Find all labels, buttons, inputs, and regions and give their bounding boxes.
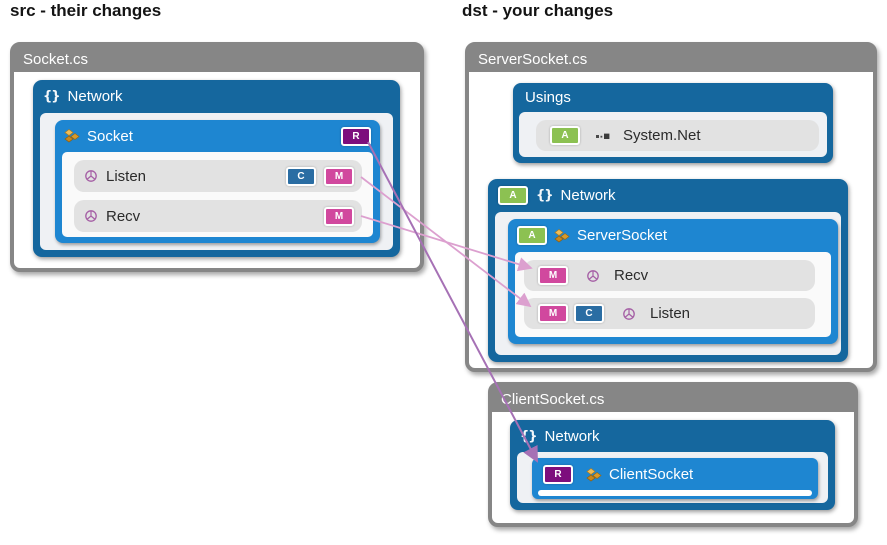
badge-moved: M [538, 304, 568, 323]
file-box-clientsocket-cs[interactable]: ClientSocket.cs {} Network R [488, 382, 858, 527]
namespace-label: Network [67, 88, 123, 105]
class-label: Socket [87, 127, 133, 145]
src-panel-title: src - their changes [10, 1, 162, 20]
namespace-label: Network [560, 187, 616, 204]
class-label: ClientSocket [609, 466, 694, 483]
class-box-clientsocket[interactable]: R ClientSocket [532, 458, 818, 499]
member-row-recv-dst[interactable]: M Recv [524, 260, 815, 291]
dst-panel-title: dst - your changes [462, 1, 614, 20]
method-icon [84, 209, 98, 223]
badge-changed: C [286, 166, 316, 186]
class-box-socket[interactable]: Socket R Listen [55, 120, 380, 243]
file-header-clientsocket-cs: ClientSocket.cs [492, 386, 854, 412]
member-label: Recv [614, 267, 649, 284]
badge-renamed: R [341, 126, 371, 146]
file-header-socket-cs: Socket.cs [14, 46, 420, 72]
member-row-listen-src[interactable]: Listen C M [74, 160, 362, 192]
badge-added: A [498, 186, 528, 205]
badge-moved: M [538, 266, 568, 285]
class-header-clientsocket: R ClientSocket [532, 458, 818, 491]
method-icon [622, 307, 636, 321]
namespace-box-network-src[interactable]: {} Network Socket [33, 80, 400, 257]
member-label: Listen [106, 167, 147, 185]
usings-header: Usings [513, 83, 833, 112]
using-icon [596, 131, 611, 141]
class-body: Listen C M Rec [62, 152, 373, 237]
class-empty-body [538, 490, 812, 496]
namespace-icon: {} [43, 89, 60, 104]
namespace-icon: {} [520, 428, 537, 444]
file-name: ServerSocket.cs [478, 50, 588, 68]
class-header-socket: Socket R [55, 120, 380, 152]
badge-moved: M [324, 206, 354, 226]
usings-box[interactable]: Usings A System.Net [513, 83, 833, 163]
badge-added: A [517, 226, 547, 245]
file-name: Socket.cs [23, 50, 89, 68]
namespace-label: Network [544, 427, 600, 445]
namespace-body: Socket R Listen [40, 113, 393, 250]
badge-added: A [550, 126, 580, 145]
namespace-box-network-dst[interactable]: A {} Network A Ser [488, 179, 848, 362]
using-label: System.Net [623, 127, 701, 144]
namespace-header: {} Network [510, 420, 835, 452]
usings-body: A System.Net [519, 112, 827, 157]
method-icon [84, 169, 98, 183]
file-name: ClientSocket.cs [501, 390, 605, 408]
badge-renamed: R [543, 465, 573, 484]
file-box-socket-cs[interactable]: Socket.cs {} Network [10, 42, 424, 272]
class-box-serversocket[interactable]: A ServerSocket M [508, 219, 838, 344]
namespace-body: R ClientSocket [517, 452, 828, 503]
namespace-header: {} Network [33, 80, 400, 113]
using-row-system-net[interactable]: A System.Net [536, 120, 819, 151]
badge-changed: C [574, 304, 604, 323]
namespace-icon: {} [536, 188, 553, 203]
namespace-header: A {} Network [488, 179, 848, 212]
class-label: ServerSocket [577, 227, 668, 244]
class-icon [586, 467, 602, 483]
class-icon [554, 228, 570, 244]
class-icon [64, 128, 80, 144]
member-row-recv-src[interactable]: Recv M [74, 200, 362, 232]
member-label: Recv [106, 207, 141, 225]
class-header-serversocket: A ServerSocket [508, 219, 838, 252]
file-box-serversocket-cs[interactable]: ServerSocket.cs Usings A System.N [465, 42, 877, 372]
member-row-listen-dst[interactable]: M C Listen [524, 298, 815, 329]
file-header-serversocket-cs: ServerSocket.cs [469, 46, 873, 72]
method-icon [586, 269, 600, 283]
member-label: Listen [650, 305, 691, 322]
namespace-body: A ServerSocket M [495, 212, 841, 355]
usings-label: Usings [525, 89, 571, 106]
namespace-box-network-clientsocket[interactable]: {} Network R ClientSocket [510, 420, 835, 510]
class-body: M Recv M C [515, 252, 831, 337]
badge-moved: M [324, 166, 354, 186]
